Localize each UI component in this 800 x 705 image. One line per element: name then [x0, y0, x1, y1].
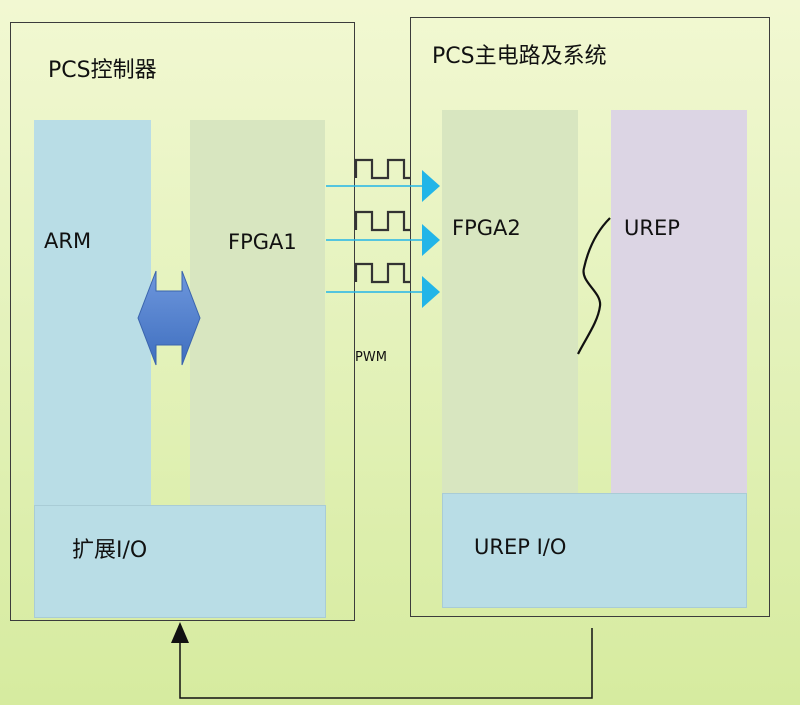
urep-io-block: [442, 493, 747, 608]
feedback-connector: [179, 628, 593, 699]
fpga2-urep-link: [577, 217, 611, 355]
pwm-label: PWM: [355, 350, 387, 365]
pcs-controller-panel: [10, 22, 355, 621]
pcs-controller-title: PCS控制器: [48, 58, 157, 83]
urep-label: UREP: [624, 216, 680, 240]
pwm-arrow-2-head: [422, 224, 440, 256]
urep-io-label: UREP I/O: [474, 535, 567, 559]
fpga2-label: FPGA2: [452, 216, 521, 240]
fpga1-label: FPGA1: [228, 230, 297, 254]
extension-io-block: [34, 505, 326, 618]
pwm-wave-1: [354, 158, 410, 180]
pcs-main-circuit-title: PCS主电路及系统: [432, 44, 607, 69]
urep-block: [611, 110, 747, 495]
fpga1-block: [190, 120, 325, 505]
arm-block: [34, 120, 151, 505]
fpga2-block: [442, 110, 578, 495]
arm-label: ARM: [44, 229, 92, 253]
pwm-wave-3: [354, 262, 410, 284]
pwm-wave-2: [354, 210, 410, 232]
pwm-arrow-1-head: [422, 170, 440, 202]
pwm-arrow-3-head: [422, 276, 440, 308]
arm-fpga1-bus-arrow: [137, 270, 201, 366]
feedback-arrow-head: [171, 622, 189, 643]
pcs-main-circuit-panel: [410, 17, 770, 617]
extension-io-label: 扩展I/O: [72, 538, 148, 563]
